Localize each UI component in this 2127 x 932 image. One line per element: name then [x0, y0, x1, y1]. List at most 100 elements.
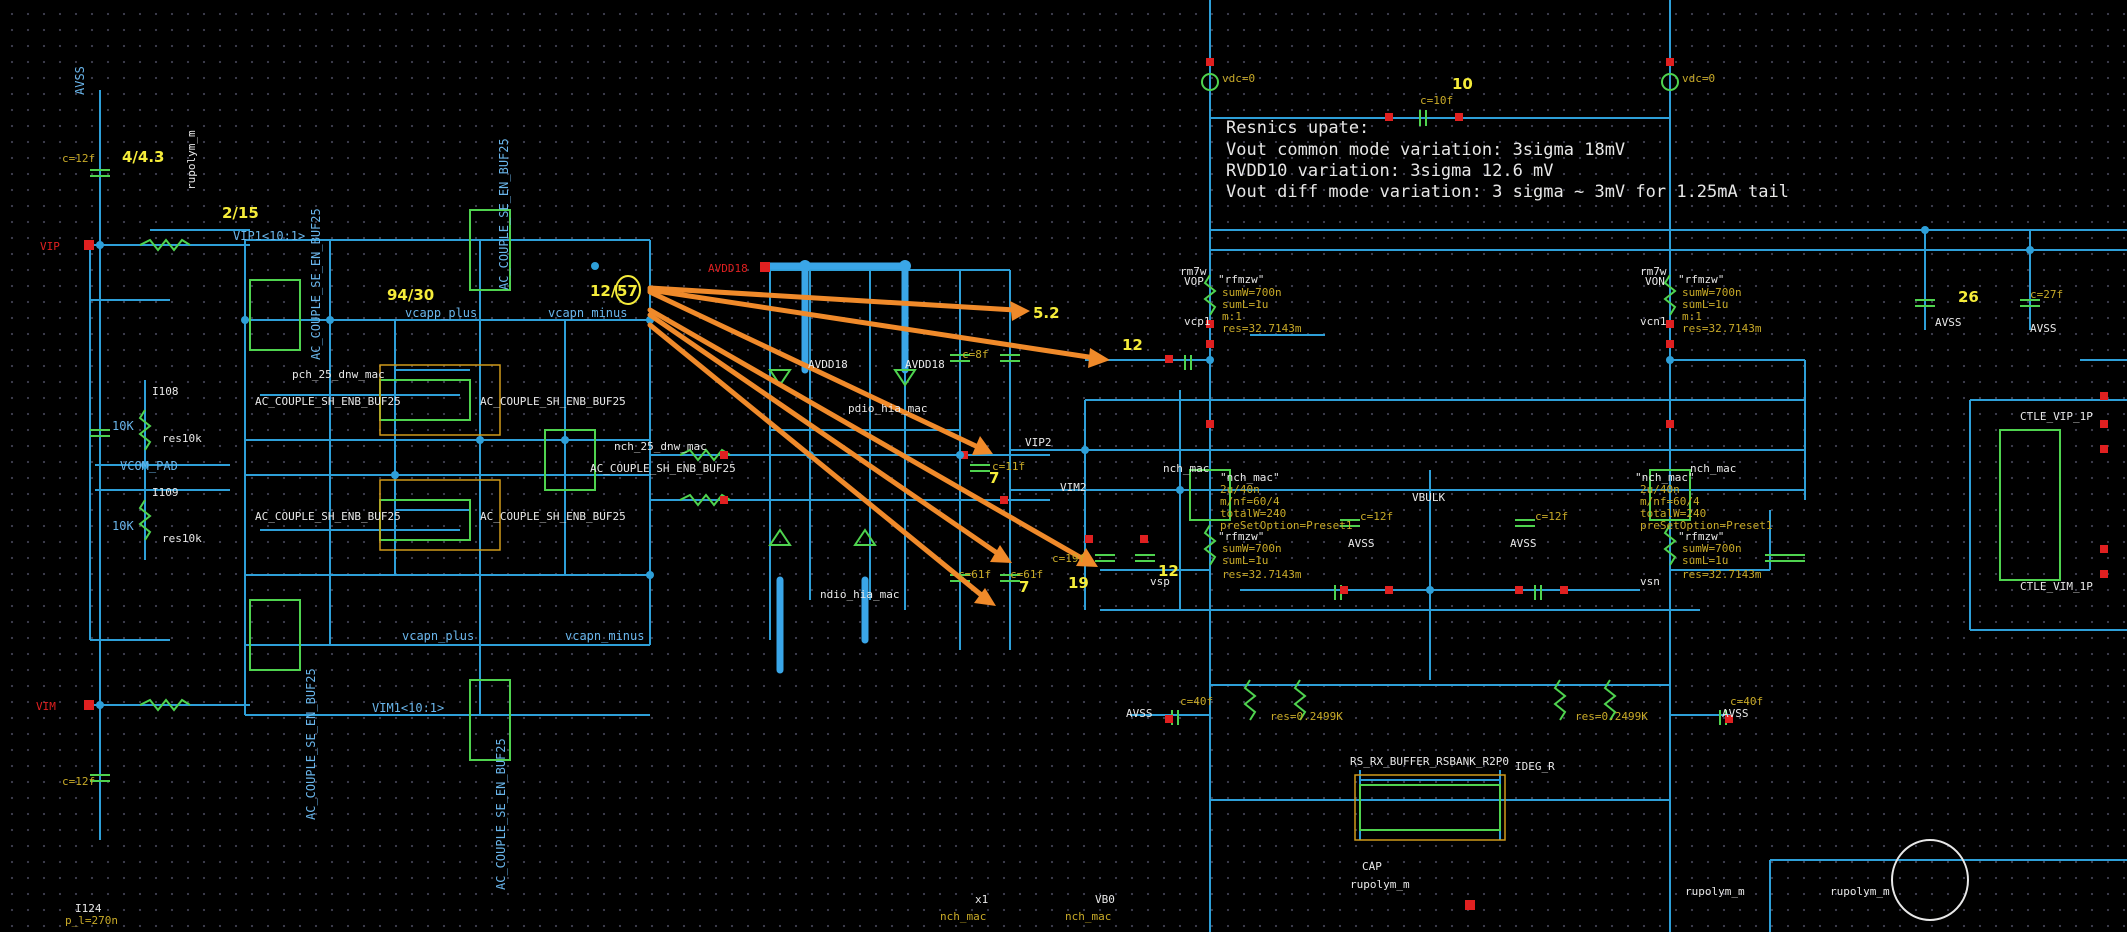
label-nch-mac-r: nch_mac — [1690, 462, 1736, 475]
label-c61f-b: c=61f — [1010, 568, 1043, 581]
net-avss-cap2: AVSS — [1510, 537, 1537, 550]
label-ac-couple-b: AC_COUPLE_SH_ENB_BUF25 — [480, 395, 626, 408]
net-vop: VOP — [1184, 275, 1204, 288]
label-c27f: c=27f — [2030, 288, 2063, 301]
label-m1-r: m:1 — [1682, 310, 1702, 323]
label-ac-couple-se-a: AC_COUPLE_SE_EN_BUF25 — [309, 208, 323, 360]
annotation-2-15: 2/15 — [222, 204, 259, 222]
label-res-br: res=32.7143m — [1682, 568, 1762, 581]
label-vdc-r: vdc=0 — [1682, 72, 1715, 85]
wires-right — [1100, 0, 2127, 932]
label-rfmzw-r: "rfmzw" — [1678, 273, 1724, 286]
label-ctle-vip: CTLE_VIP_1P — [2020, 410, 2093, 423]
label-p-l: p_l=270n — [65, 914, 118, 927]
label-pch25: pch_25_dnw_mac — [292, 368, 385, 381]
annotation-12: 12/ — [590, 282, 617, 300]
label-res10k-a: 10K — [112, 419, 134, 433]
label-suml-bl: sumL=1u — [1222, 554, 1268, 567]
label-ac-couple-e: AC_COUPLE_SH_ENB_BUF25 — [590, 462, 736, 475]
net-ideg: IDEG_R — [1515, 760, 1555, 773]
label-suml-br: sumL=1u — [1682, 554, 1728, 567]
label-c40f-l: c=40f — [1180, 695, 1213, 708]
avss-top-label: AVSS — [73, 66, 87, 95]
net-vcp1: vcp1 — [1184, 315, 1211, 328]
annotation-12-c: 12 — [1158, 562, 1179, 580]
net-vim1: VIM1<10:1> — [372, 701, 444, 715]
label-rfmzw-bl: "rfmzw" — [1218, 530, 1264, 543]
label-res10k-d: res10k — [162, 532, 202, 545]
label-m1-l: m:1 — [1222, 310, 1242, 323]
label-rfmzw-l: "rfmzw" — [1218, 273, 1264, 286]
label-ac-couple-c: AC_COUPLE_SH_ENB_BUF25 — [255, 510, 401, 523]
label-nch-mac-q-r: "nch_mac" — [1635, 471, 1695, 484]
pin-avdd18-label: AVDD18 — [708, 262, 748, 275]
label-sumw-l: sumW=700n — [1222, 286, 1282, 299]
label-suml-r: sumL=1u — [1682, 298, 1728, 311]
label-rm7w-l: rm7w — [1180, 265, 1207, 278]
annotation-5.2: 5.2 — [1033, 304, 1060, 322]
net-vcapp-plus: vcapp_plus — [405, 306, 477, 320]
net-x1: x1 — [975, 893, 988, 906]
annotation-57: 57 — [617, 282, 638, 300]
label-mos-wl-r: 2u/40n — [1640, 483, 1680, 496]
net-vbulk: VBULK — [1412, 491, 1445, 504]
net-vcapn-minus-2: vcapn_minus — [565, 629, 644, 643]
label-mos-nf-l: m/nf=60/4 — [1220, 495, 1280, 508]
label-nch25: nch_25_dnw_mac — [614, 440, 707, 453]
label-c12f-b: c=12f — [62, 775, 95, 788]
net-rsbank: RS_RX_BUFFER_RSBANK_R2P0 — [1350, 755, 1509, 768]
net-vsn: vsn — [1640, 575, 1660, 588]
label-nch-mac-q-l: "nch_mac" — [1220, 471, 1280, 484]
note-line-1: Vout common mode variation: 3sigma 18mV — [1226, 140, 1625, 160]
annotation-4-4.3: 4/4.3 — [122, 148, 165, 166]
label-c12f-m: c=12f — [1360, 510, 1393, 523]
net-avss-mid: AVSS — [1126, 707, 1153, 720]
annotation-94-30: 94/30 — [387, 286, 434, 304]
label-i109: I109 — [152, 486, 179, 499]
label-res-r: res=32.7143m — [1682, 322, 1762, 335]
note-line-3: Vout diff mode variation: 3 sigma ~ 3mV … — [1226, 182, 1789, 202]
net-vb0: VB0 — [1095, 893, 1115, 906]
net-vim2: VIM2 — [1060, 481, 1087, 494]
pin-vip-label: VIP — [40, 240, 60, 253]
net-avss-cap1: AVSS — [1348, 537, 1375, 550]
label-c11f: c=11f — [992, 460, 1025, 473]
label-c12f-r: c=12f — [1535, 510, 1568, 523]
label-c19f: c=19f — [1052, 552, 1085, 565]
label-rfmzw-br: "rfmzw" — [1678, 530, 1724, 543]
label-c8f: c=8f — [962, 348, 989, 361]
label-c61f-a: c=61f — [958, 568, 991, 581]
net-avss-far1: AVSS — [1935, 316, 1962, 329]
net-avdd18-a: AVDD18 — [808, 358, 848, 371]
label-sumw-r: sumW=700n — [1682, 286, 1742, 299]
label-rupolym-c: rupolym_m — [1830, 885, 1890, 898]
label-res10k-c: res10k — [162, 432, 202, 445]
junctions — [96, 226, 2034, 709]
label-ac-couple-a: AC_COUPLE_SH_ENB_BUF25 — [255, 395, 401, 408]
annotation-7-b: 7 — [1019, 578, 1029, 596]
net-avss-right: AVSS — [1722, 707, 1749, 720]
label-preset-r: preSetOption=Preset1 — [1640, 519, 1772, 532]
label-suml-l: sumL=1u — [1222, 298, 1268, 311]
label-res-bl: res=32.7143m — [1222, 568, 1302, 581]
label-i108: I108 — [152, 385, 179, 398]
label-res10k-b: 10K — [112, 519, 134, 533]
label-sumw-br: sumW=700n — [1682, 542, 1742, 555]
label-res0249-r: res=0.2499K — [1575, 710, 1648, 723]
label-rupolym-a: rupolym_m — [1350, 878, 1410, 891]
net-vcapn-plus: vcapn_plus — [402, 629, 474, 643]
annotation-12-b: 12 — [1122, 336, 1143, 354]
label-ctle-vim: CTLE_VIM_1P — [2020, 580, 2093, 593]
net-von: VON — [1645, 275, 1665, 288]
label-preset-l: preSetOption=Preset1 — [1220, 519, 1352, 532]
label-nch-mac-b1: nch_mac — [940, 910, 986, 923]
label-ac-couple-se-b: AC_COUPLE_SE_EN_BUF25 — [304, 668, 318, 820]
label-ac-couple-se-d: AC_COUPLE_SE_EN_BUF25 — [494, 738, 508, 890]
net-vcn1: vcn1 — [1640, 315, 1667, 328]
label-ndio: ndio_hia_mac — [820, 588, 899, 601]
net-avss-far2: AVSS — [2030, 322, 2057, 335]
label-totalw-r: totalW=240 — [1640, 507, 1706, 520]
annotation-10: 10 — [1452, 75, 1473, 93]
